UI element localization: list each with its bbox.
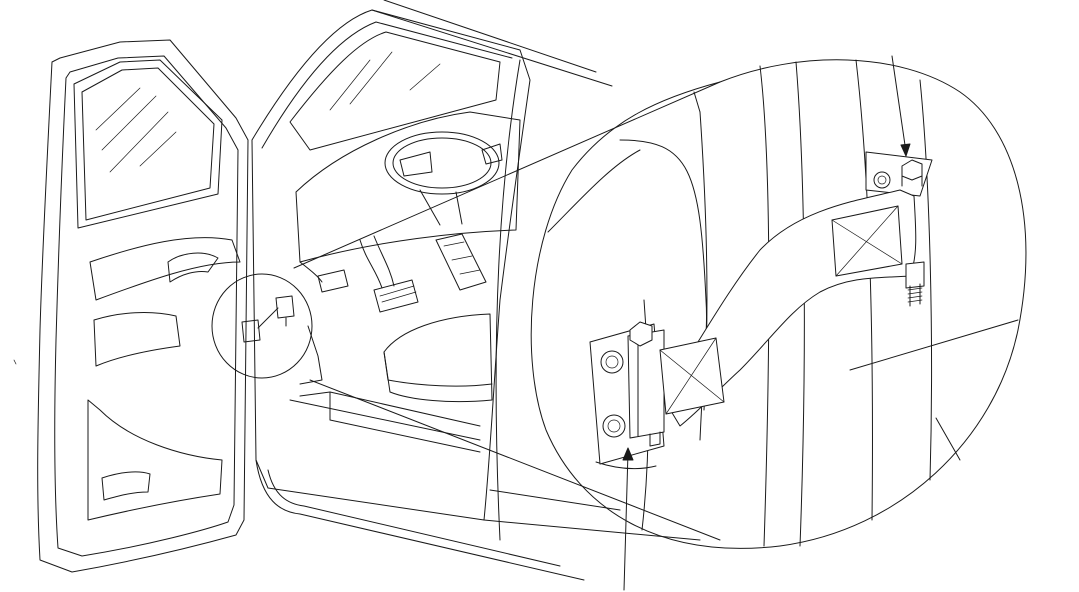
door-map-pocket: [87, 399, 223, 521]
door-inner-outline: [54, 55, 239, 557]
brake-pedal-arm: [359, 235, 395, 289]
open-door: [37, 39, 249, 573]
detail-circle-large: [530, 59, 1027, 549]
hinge-detail-view: [530, 59, 1027, 549]
lower-hinge-barrel: [627, 329, 665, 439]
cab-lower-body: [255, 459, 585, 581]
upper-hinge-pin: [905, 261, 925, 289]
steering-column: [419, 189, 463, 226]
edge-mark: [13, 359, 17, 365]
arrow-icon: [622, 447, 634, 461]
lower-hinge-pin: [649, 431, 661, 447]
lower-washer-bottom: [602, 414, 626, 438]
steering-wheel-spoke: [399, 151, 433, 177]
leader-line-top: [293, 81, 721, 269]
steering-wheel: [384, 131, 500, 195]
door-opening: [251, 9, 531, 521]
windshield: [289, 31, 501, 151]
door-armrest: [89, 237, 241, 301]
b-pillar: [495, 59, 521, 541]
upper-hinge-stud: [909, 283, 921, 307]
door-handle-cup: [167, 252, 219, 283]
brake-pedal: [373, 279, 419, 313]
roof-edge: [371, 9, 613, 87]
seat-base: [383, 313, 493, 403]
detail-circle-small: [211, 273, 313, 379]
lower-bolt: [629, 321, 653, 347]
door-sill: [289, 391, 481, 441]
small-hinge-upper: [275, 295, 295, 319]
gas-pedal: [435, 233, 487, 291]
lower-washer-top: [600, 350, 624, 374]
cab-interior: [251, 0, 701, 581]
parking-pedal: [317, 269, 349, 293]
dashboard: [295, 111, 521, 263]
door-pull-pocket: [93, 312, 181, 367]
door-window: [73, 59, 223, 229]
door-outer-outline: [37, 39, 249, 573]
door-speaker-slot: [101, 471, 151, 501]
hinge-detail-marker: [211, 81, 721, 541]
callout-line-lower: [623, 451, 629, 591]
callout-line-upper: [891, 55, 907, 153]
arrow-icon: [900, 143, 911, 157]
callout-lower: [622, 447, 634, 591]
small-hinge-lower: [241, 319, 261, 343]
body-line: [483, 519, 701, 541]
callout-upper: [891, 55, 911, 157]
leader-line-bottom: [309, 379, 721, 541]
window-glare: [95, 87, 177, 173]
upper-lock-washer: [873, 171, 891, 189]
